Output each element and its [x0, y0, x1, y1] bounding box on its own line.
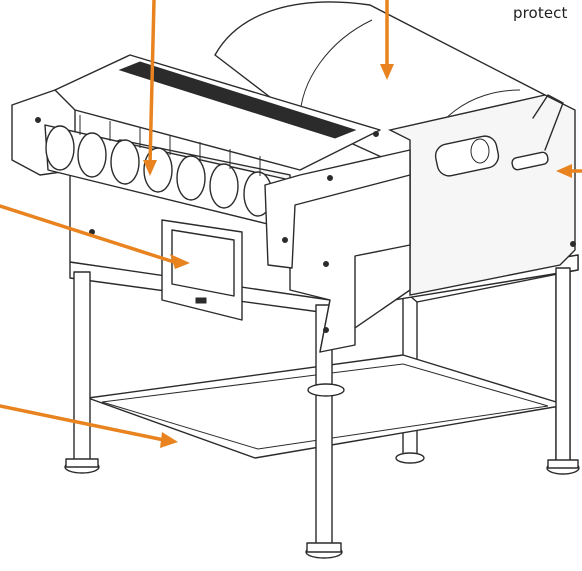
panel-logo	[195, 297, 207, 304]
right-end-plate	[264, 149, 411, 269]
callout-arrow-shelf	[0, 404, 166, 442]
right-side-panel	[387, 94, 576, 296]
roller-assembly	[11, 54, 411, 269]
machine-body	[67, 94, 576, 353]
foot	[307, 383, 345, 397]
slot-window	[434, 135, 500, 177]
callout-label-protect: protect	[513, 4, 568, 22]
side-box	[289, 159, 411, 353]
front-left-leg	[73, 271, 91, 465]
touch-screen	[171, 229, 235, 297]
foot	[395, 452, 425, 464]
serrated-blade	[118, 61, 357, 139]
stand-frame	[64, 254, 580, 559]
crank-handle	[511, 151, 549, 171]
callout-arrow-panel	[0, 204, 176, 264]
callout-arrows	[0, 0, 582, 448]
crank-arm	[532, 94, 564, 151]
top-guard	[54, 54, 381, 171]
front-right-leg	[555, 267, 571, 465]
callout-arrow-rollers	[148, 0, 156, 166]
